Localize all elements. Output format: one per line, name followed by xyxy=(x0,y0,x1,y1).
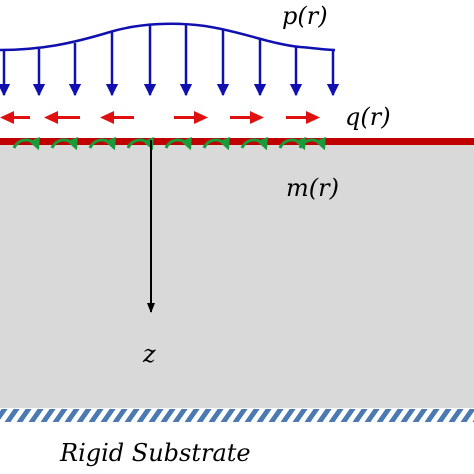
depth-axis-label: z xyxy=(142,340,156,368)
pressure-profile-curve xyxy=(0,22,336,52)
horizontal-arrow-icon xyxy=(100,111,134,124)
horizontal-arrow-icon xyxy=(44,111,80,124)
substrate-label: Rigid Substrate xyxy=(59,439,251,467)
curved-arrow-icon xyxy=(50,136,78,151)
shear-arrows xyxy=(0,111,320,124)
horizontal-arrow-icon xyxy=(0,111,30,124)
horizontal-arrow-icon xyxy=(230,111,264,124)
surface-layer xyxy=(0,138,474,145)
pressure-label: p(r) xyxy=(282,2,328,30)
curved-arrow-icon xyxy=(164,136,192,151)
horizontal-arrow-icon xyxy=(174,111,208,124)
shear-label: q(r) xyxy=(345,103,391,131)
curved-arrow-icon xyxy=(298,136,326,151)
rigid-substrate-hatch xyxy=(0,409,474,422)
half-space xyxy=(0,143,474,408)
pressure-arrows xyxy=(0,24,340,97)
moment-arrows xyxy=(12,136,326,151)
horizontal-arrow-icon xyxy=(286,111,320,124)
curved-arrow-icon xyxy=(240,136,268,151)
moment-label: m(r) xyxy=(286,174,339,202)
curved-arrow-icon xyxy=(88,136,116,151)
curved-arrow-icon xyxy=(12,136,40,151)
curved-arrow-icon xyxy=(202,136,230,151)
